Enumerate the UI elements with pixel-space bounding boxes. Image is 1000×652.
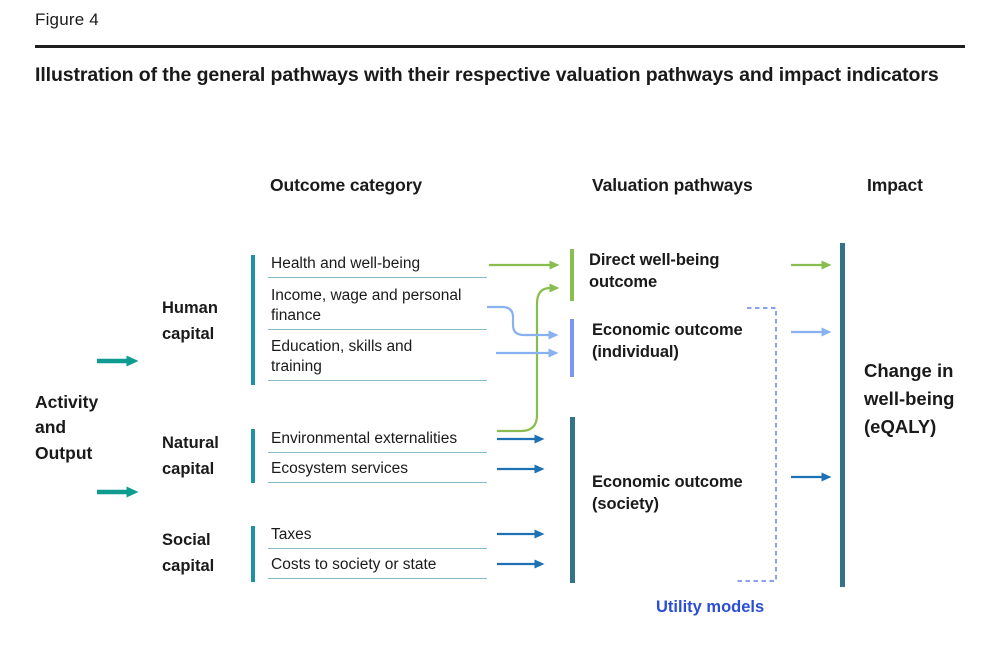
outcome-item-costs-to-society: Costs to society or state [268, 555, 487, 579]
outcome-item-environmental-externalities: Environmental externalities [268, 429, 487, 453]
direct-wellbeing-bar [570, 249, 574, 301]
outcome-item-label: Education, skills and training [271, 338, 413, 375]
natural-capital-bar [251, 429, 255, 483]
outcome-item-ecosystem-services: Ecosystem services [268, 459, 487, 483]
outcome-item-label: Costs to society or state [271, 556, 437, 573]
column-header-valuation-pathways: Valuation pathways [592, 175, 753, 195]
column-header-outcome-category: Outcome category [270, 175, 423, 195]
valuation-label-direct-wellbeing: Direct well-being outcome [589, 251, 720, 291]
economic-individual-bar [570, 319, 574, 377]
outcome-item-label: Ecosystem services [271, 460, 408, 477]
column-header-impact: Impact [867, 175, 923, 195]
impact-change-wellbeing-label: Change in well-being (eQALY) [864, 360, 955, 437]
impact-bar [840, 243, 845, 587]
figure-label: Figure 4 [35, 10, 99, 29]
outcome-item-health: Health and well-being [268, 254, 487, 278]
outcome-item-label: Income, wage and personal finance [271, 287, 462, 324]
figure-title: Illustration of the general pathways wit… [35, 64, 939, 86]
social-capital-bar [251, 526, 255, 582]
outcome-item-label: Health and well-being [271, 255, 421, 272]
utility-models-label: Utility models [656, 598, 765, 616]
group-label-natural-capital: Natural capital [162, 434, 219, 479]
economic-society-bar [570, 417, 575, 583]
group-label-human-capital: Human capital [162, 299, 218, 344]
outcome-item-income: Income, wage and personal finance [268, 286, 487, 330]
group-label-social-capital: Social capital [162, 531, 215, 576]
title-divider [35, 45, 965, 48]
valuation-label-economic-individual: Economic outcome (individual) [592, 321, 743, 361]
curve-environment-to-direct-wellbeing [497, 283, 560, 433]
activity-and-output-label: Activity and Output [35, 392, 99, 463]
outcome-item-label: Taxes [271, 526, 312, 543]
curve-income-to-economic-individual [487, 305, 559, 340]
human-capital-bar [251, 255, 255, 385]
outcome-item-education: Education, skills and training [268, 337, 487, 381]
outcome-item-taxes: Taxes [268, 525, 487, 549]
valuation-label-economic-society: Economic outcome (society) [592, 473, 743, 513]
outcome-item-label: Environmental externalities [271, 430, 458, 447]
